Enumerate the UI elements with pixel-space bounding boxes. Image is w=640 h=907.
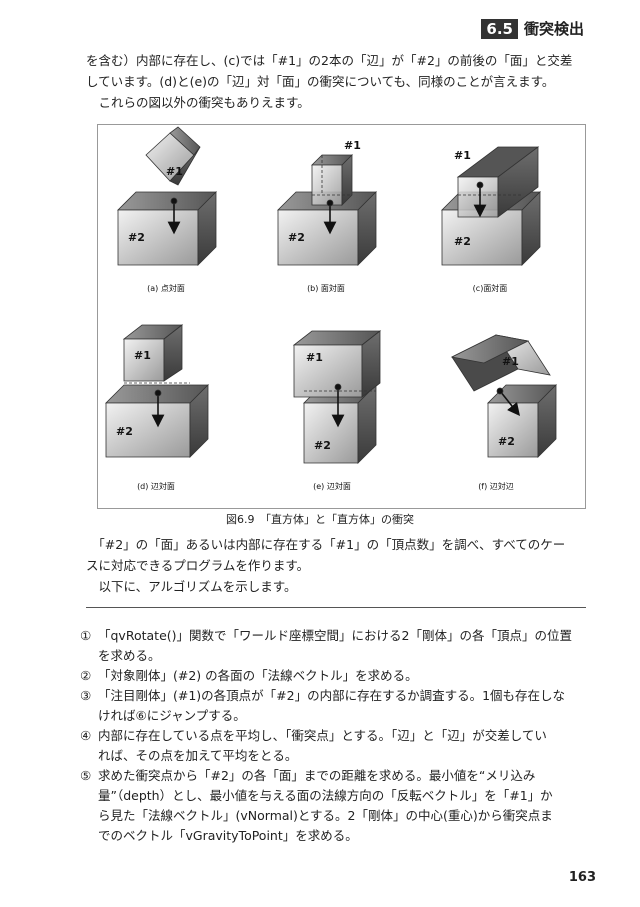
intro-line: を含む）内部に存在し、(c)では「#1」の2本の「辺」が「#2」の前後の「面」と… — [86, 53, 573, 68]
step-line: ければ⑥にジャンプする。 — [98, 708, 246, 723]
panel-caption: (a) 点対面 — [147, 283, 185, 293]
body-label-2: #2 — [288, 231, 305, 244]
step-line: ら見た「法線ベクトル」(vNormal)とする。2「剛体」の中心(重心)から衝突… — [98, 808, 553, 823]
panel-caption: (f) 辺対辺 — [478, 481, 514, 491]
panel-d: #1 #2 (d) 辺対面 — [105, 324, 209, 491]
panel-a: #1 #2 (a) 点対面 — [117, 126, 217, 293]
step-line: 内部に存在している点を平均し、「衝突点」とする。「辺」と「辺」が交差してい — [98, 728, 547, 743]
body-label-1: #1 — [454, 149, 471, 162]
step-line: 求めた衝突点から「#2」の各「面」までの距離を求める。最小値を“メリ込み — [98, 768, 536, 783]
step-item: ④ 内部に存在している点を平均し、「衝突点」とする。「辺」と「辺」が交差してい … — [80, 726, 586, 766]
algorithm-steps: ① 「qvRotate()」関数で「ワールド座標空間」における2「剛体」の各「頂… — [80, 626, 586, 846]
collision-figure: #1 #2 (a) 点対面 #1 #2 (b) 面対面 — [105, 126, 557, 491]
step-item: ② 「対象剛体」(#2) の各面の「法線ベクトル」を求める。 — [80, 666, 586, 686]
figure-box: #1 #2 (a) 点対面 #1 #2 (b) 面対面 — [97, 124, 586, 509]
figure-caption: 図6.9 「直方体」と「直方体」の衝突 — [226, 513, 414, 526]
body-label-2: #2 — [314, 439, 331, 452]
section-title: 衝突検出 — [523, 20, 584, 38]
body-line: 以下に、アルゴリズムを示します。 — [86, 579, 297, 594]
body-label-1: #1 — [166, 165, 183, 178]
body-label-2: #2 — [498, 435, 515, 448]
body-label-1: #1 — [306, 351, 323, 364]
step-marker: ③ — [80, 688, 92, 703]
step-line: 「注目剛体」(#1)の各頂点が「#2」の内部に存在するか調査する。1個も存在しな — [98, 688, 566, 703]
panel-f: #1 #2 (f) 辺対辺 — [450, 334, 557, 491]
panel-caption: (c)面対面 — [473, 283, 508, 293]
panel-c: #1 #2 (c)面対面 — [441, 146, 541, 293]
step-line: れば、その点を加えて平均をとる。 — [98, 748, 298, 763]
intro-line: しています。(d)と(e)の「辺」対「面」の衝突についても、同様のことが言えます… — [86, 74, 555, 89]
body-label-2: #2 — [116, 425, 133, 438]
intro-paragraph: を含む）内部に存在し、(c)では「#1」の2本の「辺」が「#2」の前後の「面」と… — [86, 50, 586, 113]
section-number: 6.5 — [481, 18, 518, 39]
body-label-1: #1 — [502, 355, 519, 368]
step-line: でのベクトル「vGravityToPoint」を求める。 — [98, 828, 358, 843]
panel-e: #1 #2 (e) 辺対面 — [292, 330, 382, 491]
step-line: 量”（depth）とし、最小値を与える面の法線方向の「反転ベクトル」を「#1」か — [98, 788, 553, 803]
body-paragraph: 「#2」の「面」あるいは内部に存在する「#1」の「頂点数」を調べ、すべてのケー … — [86, 534, 586, 597]
section-header: 6.5 衝突検出 — [481, 18, 584, 39]
body-line: 「#2」の「面」あるいは内部に存在する「#1」の「頂点数」を調べ、すべてのケー — [86, 537, 566, 552]
step-line: を求める。 — [98, 648, 161, 663]
body-label-1: #1 — [134, 349, 151, 362]
step-line: 「対象剛体」(#2) の各面の「法線ベクトル」を求める。 — [98, 668, 418, 683]
step-marker: ④ — [80, 728, 92, 743]
step-item: ① 「qvRotate()」関数で「ワールド座標空間」における2「剛体」の各「頂… — [80, 626, 586, 666]
body-label-2: #2 — [454, 235, 471, 248]
intro-line: これらの図以外の衝突もありえます。 — [86, 95, 310, 110]
section-rule — [86, 607, 586, 608]
panel-caption: (e) 辺対面 — [313, 481, 351, 491]
body-line: スに対応できるプログラムを作ります。 — [86, 558, 310, 573]
step-marker: ① — [80, 628, 92, 643]
body-label-1: #1 — [344, 139, 361, 152]
step-item: ⑤ 求めた衝突点から「#2」の各「面」までの距離を求める。最小値を“メリ込み 量… — [80, 766, 586, 846]
step-marker: ② — [80, 668, 92, 683]
step-marker: ⑤ — [80, 768, 92, 783]
step-item: ③ 「注目剛体」(#1)の各頂点が「#2」の内部に存在するか調査する。1個も存在… — [80, 686, 586, 726]
panel-b: #1 #2 (b) 面対面 — [277, 139, 377, 293]
step-line: 「qvRotate()」関数で「ワールド座標空間」における2「剛体」の各「頂点」… — [98, 628, 572, 643]
page-number: 163 — [568, 870, 596, 885]
body-label-2: #2 — [128, 231, 145, 244]
panel-caption: (b) 面対面 — [307, 283, 345, 293]
panel-caption: (d) 辺対面 — [137, 481, 175, 491]
